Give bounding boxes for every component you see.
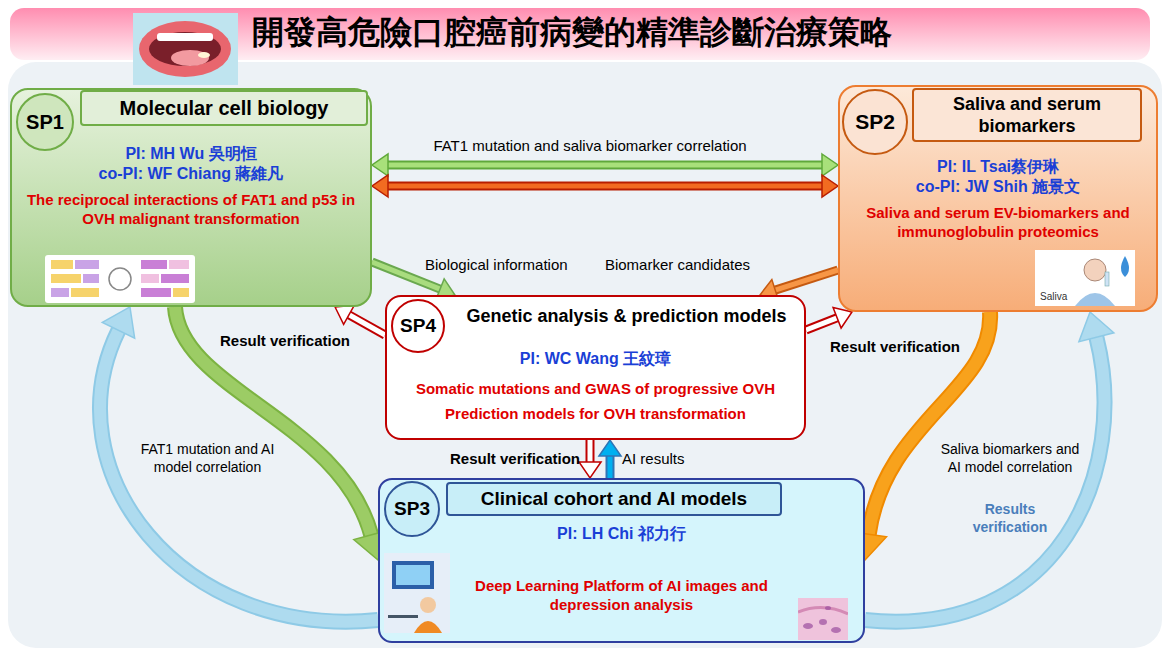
description-text: Prediction models for OVH transformation [397,404,794,423]
edge-label: AI results [622,450,742,468]
arrow-outline [606,456,615,478]
sp-circle: SP2 [842,89,908,155]
edge-label: Results verification [965,500,1055,536]
connector-arrow [349,315,385,335]
connector-arrow [806,318,837,330]
circle-label: SP2 [855,111,895,133]
circle-label: SP1 [26,111,64,133]
sp2-panel: PI: IL Tsai蔡伊琳co-PI: JW Shih 施景文 Saliva a… [838,85,1158,312]
connector-arrow [388,186,822,187]
pi-line: PI: WC Wang 王紋璋 [397,349,794,369]
sp-circle: SP4 [391,299,445,353]
circle-label: SP4 [400,315,436,337]
sp4-panel: Genetic analysis & prediction modelsPI: … [385,295,806,440]
description-text: Deep Learning Platform of AI images and … [460,576,783,614]
arrow-fill [349,315,385,335]
edge-label: FAT1 mutation and AI model correlation [135,440,280,476]
pi-line: PI: IL Tsai蔡伊琳 [854,157,1142,177]
connector-arrow [590,440,591,462]
sp1-panel: PI: MH Wu 吳明恒co-PI: WF Chiang 蔣維凡 The rec… [10,88,372,307]
arrow-fill [175,307,371,535]
arrow-fill [388,163,822,168]
circle-label: SP3 [394,498,430,520]
arrow-outline [175,307,371,535]
tab-heading: Molecular cell biology [120,97,329,119]
sp3-panel: PI: LH Chi 祁力行 Deep Learning Platform of … [378,478,865,643]
mouth-icon [133,13,238,85]
title-text: 開發高危險口腔癌前病變的精準診斷治療策略 [252,12,892,52]
arrow-outline [865,337,1104,621]
description-text: Saliva and serum EV-biomarkers and immun… [854,203,1142,241]
ai-figure [384,553,450,633]
arrow-fill [588,440,593,462]
connector-arrow [100,330,378,621]
arrow-fill [775,270,838,290]
edge-label: Result verification [212,332,350,350]
pi-line: PI: MH Wu 吳明恒 [24,144,358,164]
arrow-outline [806,318,837,330]
connector-arrow [775,270,838,290]
arrow-outline [388,182,822,191]
tab-heading: Saliva and serum biomarkers [920,93,1134,137]
connector-arrow [388,165,822,166]
arrow-outline [775,270,838,290]
background-panel [8,62,1162,648]
edge-label: Saliva biomarkers and AI model correlati… [940,440,1080,476]
histology-image [798,598,848,640]
arrow-fill [100,330,378,621]
arrow-outline [388,161,822,170]
heading-text: Genetic analysis & prediction models [459,305,794,327]
pi-line: co-PI: WF Chiang 蔣維凡 [24,164,358,184]
icon-caption: Saliva [1040,291,1067,303]
arrow-fill [608,456,613,478]
sp-circle: SP3 [384,481,440,537]
pi-line: PI: LH Chi 祁力行 [460,524,783,544]
edge-label: FAT1 mutation and saliva biomarker corre… [400,137,780,155]
connector-arrow [175,307,371,535]
arrow-fill [806,318,837,330]
tab-heading-box: Saliva and serum biomarkers [912,88,1142,142]
tab-heading: Clinical cohort and AI models [481,488,747,510]
tab-heading-box: Molecular cell biology [80,90,368,126]
description-text: The reciprocal interactions of FAT1 and … [24,190,358,228]
tab-heading-box: Clinical cohort and AI models [446,482,782,516]
edge-label: Result verification [434,450,580,468]
connector-arrow [610,456,611,478]
edge-label: Biomarker candidates [600,256,750,274]
edge-label: Result verification [830,338,970,356]
cell-figure [45,255,195,303]
arrow-outline [100,330,378,621]
edge-label: Biological information [425,256,605,274]
arrow-fill [388,184,822,189]
sp-circle: SP1 [16,93,74,151]
arrow-outline [349,315,385,335]
description-text: Somatic mutations and GWAS of progressiv… [397,379,794,398]
pi-line: co-PI: JW Shih 施景文 [854,177,1142,197]
connector-arrow [865,337,1104,621]
arrow-fill [865,337,1104,621]
arrow-outline [586,440,595,462]
